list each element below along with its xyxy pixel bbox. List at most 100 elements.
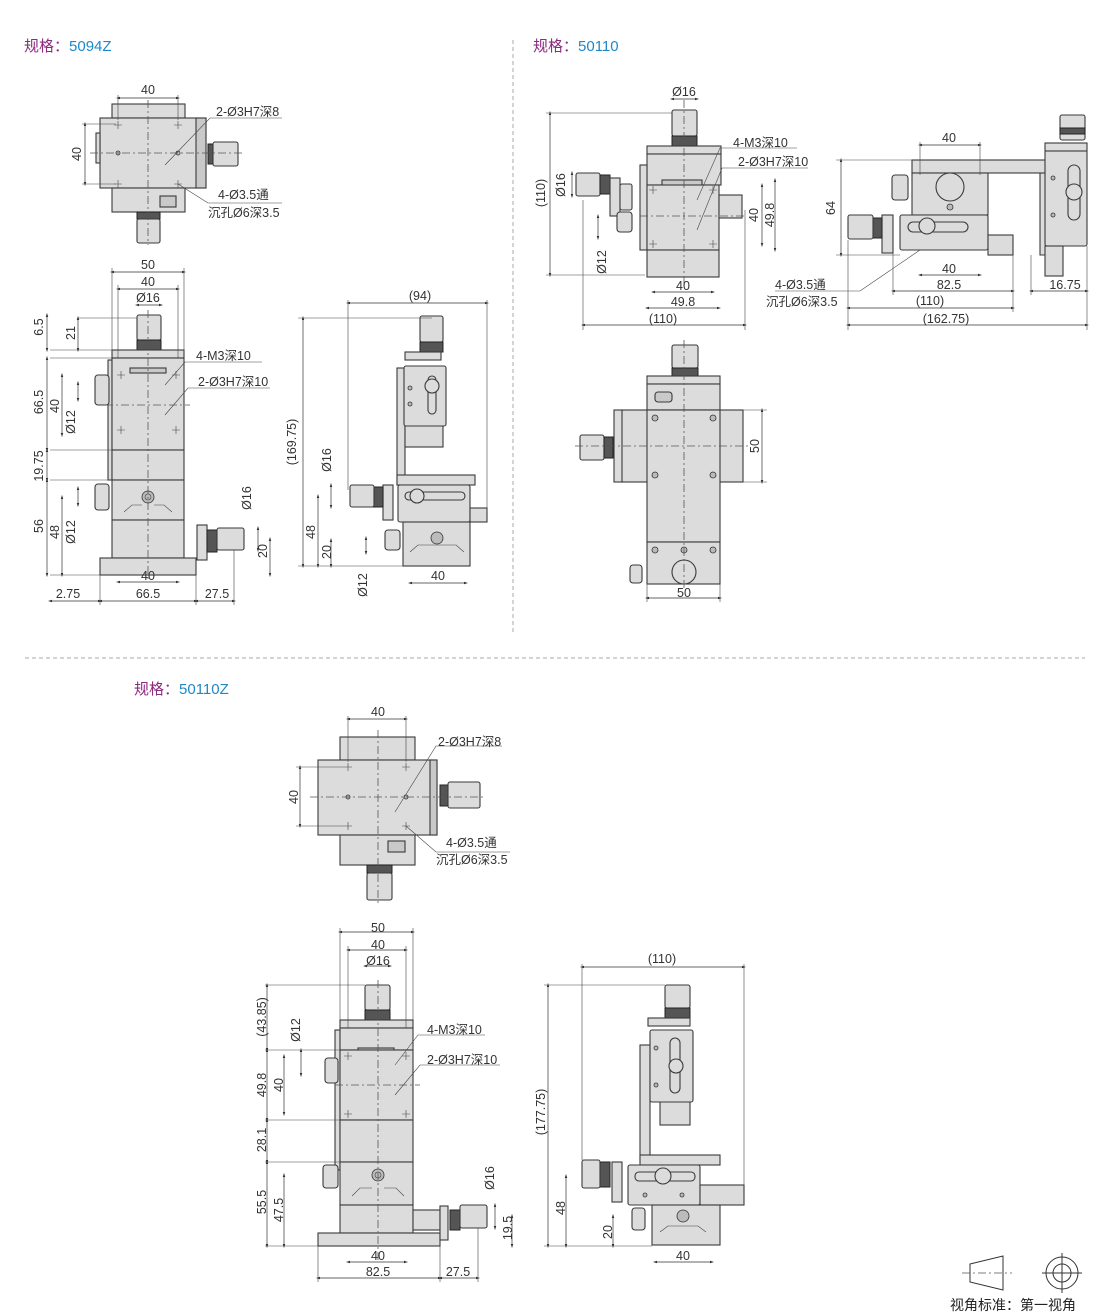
note-counterbore: 沉孔Ø6深3.5	[436, 853, 508, 867]
note-threaded-holes: 4-M3深10	[733, 136, 788, 150]
dim-label: (110)	[648, 952, 676, 966]
dim-label: 40	[431, 569, 445, 583]
note-threaded-holes: 4-M3深10	[427, 1023, 482, 1037]
section-50110: 规格：50110 Ø	[533, 38, 1090, 602]
front-view-50110: Ø16 (110) Ø16 4-M3深10 2-Ø3H7深10 40 49.8 …	[534, 85, 808, 330]
dim-label: Ø12	[64, 520, 78, 544]
first-angle-circle-icon	[1042, 1253, 1082, 1293]
dim-label: 49.8	[763, 203, 777, 227]
spec-title-50110Z: 规格：50110Z	[134, 681, 229, 698]
dim-label: (169.75)	[285, 419, 299, 466]
dim-label: 47.5	[272, 1198, 286, 1222]
dim-label: Ø16	[366, 954, 390, 968]
dim-label: Ø16	[483, 1166, 497, 1190]
section-50110Z: 规格：50110Z 40 40 2-Ø3H7深8 4-Ø3.5通 沉孔Ø6深3.…	[134, 681, 747, 1282]
note-pin-holes: 2-Ø3H7深8	[438, 735, 501, 749]
dim-label: 6.5	[32, 318, 46, 335]
dim-label: Ø12	[595, 250, 609, 274]
dim-height: 40	[70, 147, 84, 161]
dim-label: 40	[141, 275, 155, 289]
spec-prefix: 规格：	[134, 681, 179, 698]
dim-label: 50	[748, 439, 762, 453]
dim-label: Ø16	[136, 291, 160, 305]
dim-label: 40	[942, 262, 956, 276]
dim-label: 40	[676, 279, 690, 293]
dim-label: 40	[48, 399, 62, 413]
dim-label: 50	[371, 921, 385, 935]
dim-label: 50	[677, 586, 691, 600]
dim-label: 27.5	[446, 1265, 470, 1279]
top-view-50110: 50 50	[575, 340, 767, 602]
dim-label: 20	[320, 545, 334, 559]
dim-label: 40	[371, 705, 385, 719]
dim-label: Ø12	[356, 573, 370, 597]
dim-label: 40	[371, 1249, 385, 1263]
note-through-holes: 4-Ø3.5通	[218, 188, 269, 202]
dim-label: 40	[272, 1078, 286, 1092]
dim-label: Ø16	[320, 448, 334, 472]
side-view-50110: 40 64 40 82.5 4-Ø3.5通 沉孔Ø6深3.5 (110) 16.…	[766, 114, 1090, 330]
dim-label: 48	[304, 525, 318, 539]
dim-label: 20	[601, 1225, 615, 1239]
dim-label: 27.5	[205, 587, 229, 601]
dim-label: 40	[676, 1249, 690, 1263]
spec-model: 5094Z	[69, 38, 112, 55]
note-pin-holes: 2-Ø3H7深10	[738, 155, 808, 169]
note-counterbore: 沉孔Ø6深3.5	[766, 295, 838, 309]
dim-label: 40	[141, 569, 155, 583]
dim-label: (110)	[916, 294, 944, 308]
spec-prefix: 规格：	[24, 38, 69, 55]
note-pin-holes: 2-Ø3H7深10	[198, 375, 268, 389]
dim-label: Ø12	[289, 1018, 303, 1042]
spec-title-5094Z: 规格：5094Z	[24, 38, 112, 55]
front-view-50110Z: 50 40 Ø16 (43.85) Ø12 4-M3深10 2-Ø3H7深10 …	[255, 921, 515, 1282]
dim-label: 40	[371, 938, 385, 952]
dim-label: 19.5	[501, 1216, 515, 1240]
dim-label: 66.5	[136, 587, 160, 601]
spec-title-50110: 规格：50110	[533, 38, 619, 55]
spec-model: 50110Z	[179, 681, 229, 698]
dim-label: (43.85)	[255, 997, 269, 1037]
note-through-holes: 4-Ø3.5通	[775, 278, 826, 292]
top-view-50110Z: 40 40 2-Ø3H7深8 4-Ø3.5通 沉孔Ø6深3.5	[287, 705, 510, 905]
projection-standard-label: 视角标准：第一视角	[950, 1297, 1076, 1313]
note-counterbore: 沉孔Ø6深3.5	[208, 206, 280, 220]
dim-label: 82.5	[937, 278, 961, 292]
dim-label: 64	[824, 201, 838, 215]
dim-label: (94)	[409, 289, 431, 303]
dim-label: 2.75	[56, 587, 80, 601]
dim-label: Ø16	[672, 85, 696, 99]
note-through-holes: 4-Ø3.5通	[446, 836, 497, 850]
dim-label: (162.75)	[923, 312, 970, 326]
dim-width: 40	[141, 83, 155, 97]
dim-label: Ø16	[240, 486, 254, 510]
dim-label: 82.5	[366, 1265, 390, 1279]
note-pin-holes: 2-Ø3H7深10	[427, 1053, 497, 1067]
dim-label: 49.8	[255, 1073, 269, 1097]
spec-model: 50110	[578, 38, 619, 55]
dim-label: (110)	[534, 179, 548, 207]
dim-label: 21	[64, 326, 78, 340]
dim-label: 40	[942, 131, 956, 145]
dim-label: 20	[256, 544, 270, 558]
dim-label: 49.8	[671, 295, 695, 309]
dim-label: (110)	[649, 312, 677, 326]
dim-label: 48	[554, 1201, 568, 1215]
dim-label: Ø12	[64, 410, 78, 434]
dim-label: 55.5	[255, 1190, 269, 1214]
dim-label: 66.5	[32, 390, 46, 414]
note-threaded-holes: 4-M3深10	[196, 349, 251, 363]
truncated-cone-icon	[969, 1255, 1004, 1291]
front-view-5094Z: 50 40 Ø16 6.5 21 4-M3深10 2-Ø3H7深10 66.5 …	[32, 258, 272, 605]
side-view-50110Z: (110) (177.75) 48 20 40	[534, 952, 747, 1264]
dim-label: 56	[32, 519, 46, 533]
side-view-5094Z: (94) (169.75) Ø16 48 20 Ø12 40	[285, 289, 490, 597]
dim-label: 40	[287, 790, 301, 804]
spec-prefix: 规格：	[533, 38, 578, 55]
dim-label: 40	[747, 208, 761, 222]
dim-label: 28.1	[255, 1128, 269, 1152]
dim-label: 16.75	[1049, 278, 1080, 292]
top-view-5094Z: 40 40 2-Ø3H7深8 4-Ø3.5通 沉孔Ø6深3.5	[70, 83, 282, 245]
projection-legend: 视角标准：第一视角	[950, 1253, 1082, 1313]
